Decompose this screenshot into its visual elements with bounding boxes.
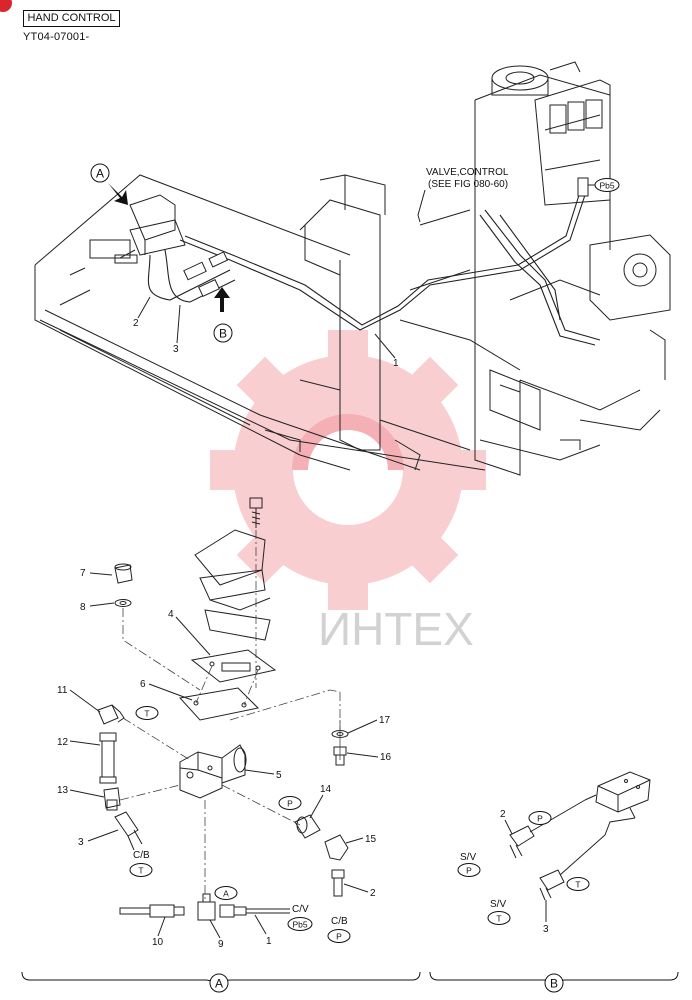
diagram-title: HAND CONTROL [23, 10, 120, 27]
callout-2-detail-b: 2 [500, 809, 506, 820]
svg-text:T: T [138, 866, 143, 876]
callout-overview-1: 1 [393, 358, 399, 369]
port-pb5-overview-tag: Pb5 [594, 178, 620, 192]
serial-range: YT04-07001- [23, 31, 90, 43]
callout-10: 10 [152, 937, 164, 948]
port-tag-t-cb: T [129, 863, 153, 877]
detail-b-parts [509, 771, 651, 901]
overview-hose-fittings [183, 177, 589, 297]
overview-hose-lines [147, 191, 601, 346]
port-tag-p-cb: P [327, 929, 351, 943]
callout-3-detail-b: 3 [543, 924, 549, 935]
callout-15: 15 [365, 834, 377, 845]
port-tag-a-tee: A [214, 886, 238, 900]
svg-text:T: T [144, 709, 149, 719]
page-corner-badge [0, 0, 12, 12]
svg-text:P: P [287, 799, 293, 809]
hand-control-lever-assembly [114, 194, 186, 264]
callout-13: 13 [57, 785, 69, 796]
view-b-arrow-icon [214, 287, 230, 312]
callout-2-detail-a: 2 [370, 888, 376, 899]
callout-12: 12 [57, 737, 69, 748]
port-tag-t-sv: T [487, 911, 511, 925]
callout-14: 14 [320, 784, 332, 795]
port-tag-p-block: P [278, 796, 302, 810]
callout-9: 9 [218, 939, 224, 950]
callout-8: 8 [80, 602, 86, 613]
detail-a-alignment-lines [119, 530, 341, 900]
svg-text:Pb5: Pb5 [599, 181, 614, 191]
cb-label-p: C/B [331, 916, 348, 927]
sv-label-t: S/V [490, 899, 506, 910]
svg-text:A: A [223, 889, 229, 899]
section-b-marker: B [544, 973, 564, 993]
port-tag-t-detail-b: T [566, 877, 590, 891]
section-a-marker: A [209, 973, 229, 993]
watermark-text: ИНТЕХ [318, 603, 474, 655]
port-tag-p-sv: P [457, 863, 481, 877]
svg-text:A: A [215, 977, 223, 991]
callout-7: 7 [80, 568, 86, 579]
callout-6: 6 [140, 679, 146, 690]
view-a-marker: A [90, 163, 110, 183]
valve-control-label: VALVE,CONTROL [426, 167, 509, 178]
svg-text:P: P [466, 866, 472, 876]
callout-3: 3 [78, 837, 84, 848]
callout-11: 11 [57, 685, 68, 696]
sv-label-p: S/V [460, 852, 476, 863]
svg-text:B: B [550, 977, 558, 991]
callout-5: 5 [276, 770, 282, 781]
detail-a-callouts: 7 8 4 6 11 12 13 3 5 17 16 14 15 [57, 568, 392, 950]
view-b-marker: B [213, 323, 233, 343]
port-tag-t-block: T [135, 706, 159, 720]
svg-text:P: P [537, 814, 543, 824]
view-a-arrow-icon [108, 183, 128, 205]
callout-1: 1 [266, 936, 272, 947]
cb-label-t: C/B [133, 850, 150, 861]
svg-text:Pb5: Pb5 [292, 920, 307, 930]
detail-b-callouts: 2 3 [500, 809, 549, 935]
callout-16: 16 [380, 752, 392, 763]
callout-4: 4 [168, 609, 174, 620]
svg-text:P: P [336, 932, 342, 942]
svg-text:B: B [219, 327, 227, 341]
svg-text:A: A [96, 167, 104, 181]
port-tag-p-detail-b: P [528, 811, 552, 825]
svg-text:T: T [496, 914, 501, 924]
port-tag-pb5-detail: Pb5 [287, 917, 313, 931]
machine-frame-lines [34, 61, 671, 476]
cv-label: C/V [292, 904, 309, 915]
callout-overview-3: 3 [173, 344, 179, 355]
watermark-gear-logo [210, 330, 486, 610]
valve-figure-reference: (SEE FIG 080-60) [428, 179, 508, 190]
callout-overview-2: 2 [133, 318, 139, 329]
svg-text:T: T [575, 880, 580, 890]
callout-17: 17 [379, 715, 391, 726]
